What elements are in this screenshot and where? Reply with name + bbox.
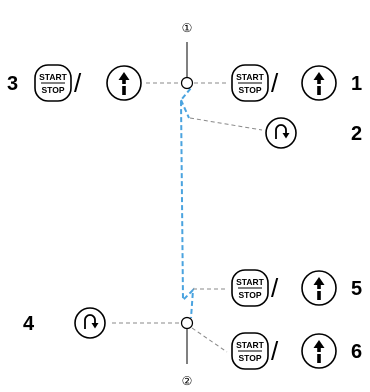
start-stop-button-icon: START STOP: [231, 64, 269, 102]
slash-separator: /: [271, 336, 279, 366]
leader-line-6: [191, 327, 228, 353]
point-label-2: ②: [182, 374, 193, 388]
step-number-3: 3: [7, 73, 18, 95]
reverse-stitch-line: [180, 99, 190, 119]
start-label: START: [39, 72, 68, 82]
slash-separator: /: [271, 68, 279, 98]
start-label: START: [236, 340, 265, 350]
start-stop-button-icon: START STOP: [231, 332, 269, 370]
leader-line-2: [189, 117, 263, 131]
start-stop-button-icon: START STOP: [34, 64, 72, 102]
reverse-stitch-button-icon: [265, 117, 297, 149]
stop-label: STOP: [239, 353, 262, 363]
slash-separator: /: [271, 273, 279, 303]
point-marker-top: [180, 76, 194, 90]
needle-up-down-button-icon: [301, 333, 337, 369]
stop-label: STOP: [42, 85, 65, 95]
step-number-2: 2: [351, 123, 362, 145]
reverse-stitch-button-icon: [74, 307, 106, 339]
stitch-line: [179, 81, 195, 319]
start-label: START: [236, 277, 265, 287]
point-label-1: ①: [182, 21, 193, 35]
start-stop-button-icon: START STOP: [231, 269, 269, 307]
start-label: START: [236, 72, 265, 82]
step-number-4: 4: [23, 313, 35, 335]
stop-label: STOP: [239, 290, 262, 300]
stop-label: STOP: [239, 85, 262, 95]
slash-separator: /: [74, 68, 82, 98]
needle-up-down-button-icon: [106, 65, 142, 101]
point-marker-bottom: [180, 316, 194, 330]
step-number-5: 5: [351, 278, 362, 300]
step-number-1: 1: [351, 73, 362, 95]
needle-up-down-button-icon: [301, 270, 337, 306]
needle-up-down-button-icon: [301, 65, 337, 101]
step-number-6: 6: [351, 341, 362, 363]
